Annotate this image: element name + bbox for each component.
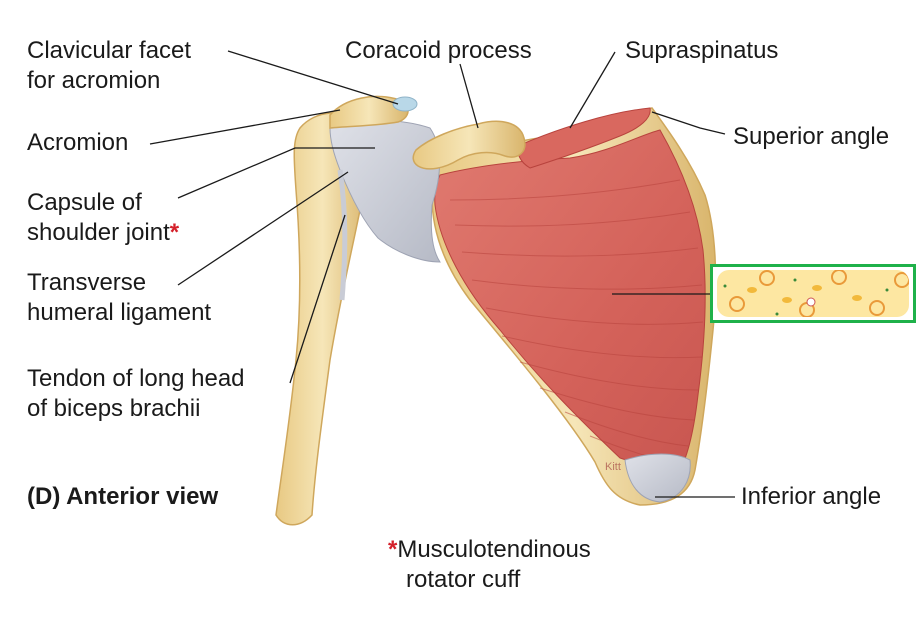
label-transverse-ligament: Transverse humeral ligament — [27, 269, 212, 326]
label-inferior-angle: Inferior angle — [741, 483, 882, 510]
leader-capsule — [177, 147, 375, 199]
label-capsule: Capsule of shoulder joint* — [27, 189, 180, 246]
masked-label-fill — [717, 270, 909, 317]
label-acromion: Acromion — [27, 129, 129, 156]
coracoid-process — [412, 120, 526, 170]
leader-lines — [149, 50, 735, 498]
label-supraspinatus: Supraspinatus — [625, 37, 779, 64]
leader-superior-angle — [651, 111, 726, 135]
leader-clavicular-facet — [227, 50, 399, 105]
label-rotator-cuff: *Musculotendinous rotator cuff — [388, 536, 591, 593]
asterisk-mark: * — [388, 536, 398, 563]
leader-supraspinatus — [569, 51, 616, 129]
label-clavicular-facet: Clavicular facet for acromion — [27, 37, 192, 94]
leader-transverse-ligament — [177, 171, 349, 286]
leader-coracoid-process — [459, 63, 479, 129]
view-title: (D) Anterior view — [27, 483, 219, 510]
artist-signature: Kitt — [605, 461, 621, 473]
label-superior-angle: Superior angle — [733, 123, 890, 150]
label-coracoid-process: Coracoid process — [345, 37, 532, 64]
biceps-tendon — [337, 169, 348, 301]
label-biceps-tendon: Tendon of long head of biceps brachii — [27, 365, 245, 422]
subscapularis-muscle — [434, 129, 706, 471]
masked-label-box[interactable] — [710, 264, 916, 323]
muscle-fibers — [449, 179, 704, 465]
inferior-angle-tissue — [624, 453, 691, 503]
asterisk-mark: * — [169, 219, 180, 246]
citrus-pattern — [723, 270, 909, 317]
leader-acromion — [149, 109, 341, 145]
supraspinatus-muscle — [517, 107, 651, 169]
leader-biceps-tendon — [289, 214, 346, 384]
clavicular-facet — [392, 96, 418, 112]
acromion-bone — [329, 95, 409, 129]
